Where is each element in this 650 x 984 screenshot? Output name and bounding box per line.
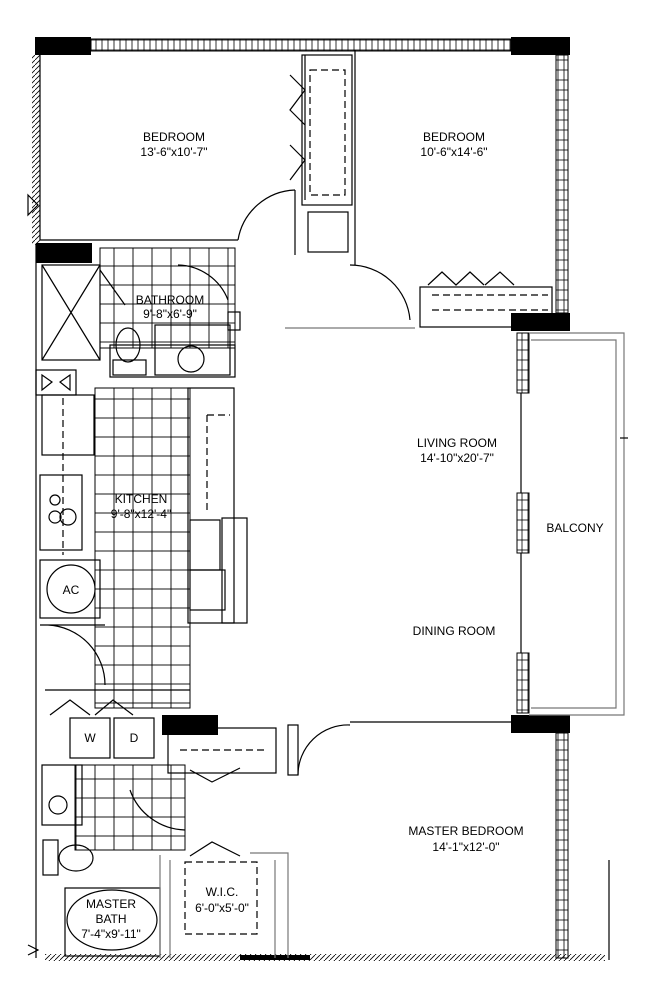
exterior-wall-top — [35, 37, 570, 55]
living-room-size: 14'-10"x20'-7" — [420, 451, 494, 465]
master-bedroom-size: 14'-1"x12'-0" — [432, 840, 499, 854]
dining-room-name: DINING ROOM — [413, 624, 496, 638]
wic-size: 6'-0"x5'-0" — [195, 901, 249, 915]
master-bath — [41, 764, 186, 957]
master-bath-size: 7'-4"x9'-11" — [81, 927, 141, 941]
bedroom-1-size: 13'-6"x10'-7" — [140, 145, 207, 159]
master-bath-name-2: BATH — [95, 912, 126, 926]
kitchen-name: KITCHEN — [115, 492, 168, 506]
washer-label: W — [84, 731, 96, 745]
master-bath-name-1: MASTER — [86, 897, 136, 911]
balcony — [516, 332, 628, 716]
kitchen — [35, 369, 248, 709]
wic-name: W.I.C. — [206, 885, 239, 899]
bedroom-2-walls — [307, 50, 553, 328]
bedroom-2-name: BEDROOM — [423, 130, 485, 144]
utility — [39, 559, 218, 759]
closets — [159, 721, 515, 958]
bathroom — [36, 243, 415, 378]
bedroom-1-name: BEDROOM — [143, 130, 205, 144]
bathroom-size: 9'-8"x6'-9" — [143, 307, 197, 321]
kitchen-size: 9'-8"x12'-4" — [111, 507, 171, 521]
living-room-name: LIVING ROOM — [417, 436, 497, 450]
bedroom-2-size: 10'-6"x14'-6" — [420, 145, 487, 159]
exterior-wall-left — [27, 55, 41, 958]
bathroom-name: BATHROOM — [136, 293, 204, 307]
balcony-name: BALCONY — [546, 521, 603, 535]
bedroom-1-walls — [40, 54, 353, 255]
dryer-label: D — [130, 731, 139, 745]
ac-label: AC — [63, 583, 80, 597]
master-bedroom-name: MASTER BEDROOM — [408, 824, 523, 838]
